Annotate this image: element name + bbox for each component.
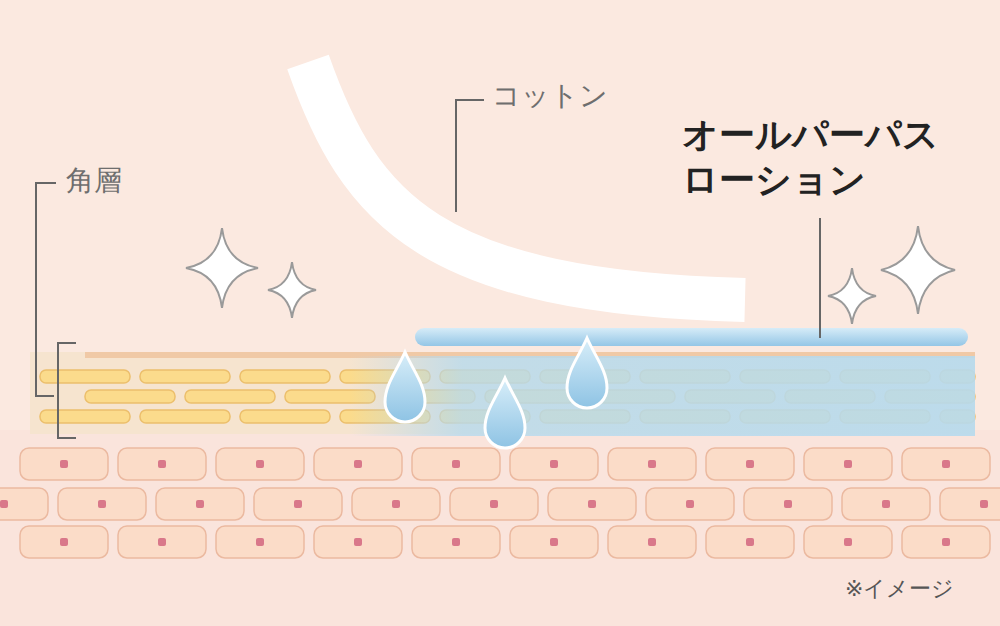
nucleus bbox=[648, 460, 656, 468]
nucleus bbox=[294, 500, 302, 508]
nucleus bbox=[588, 500, 596, 508]
cell bbox=[412, 448, 500, 480]
cell bbox=[216, 448, 304, 480]
nucleus bbox=[158, 460, 166, 468]
cell bbox=[450, 488, 538, 520]
cell bbox=[842, 488, 930, 520]
nucleus bbox=[686, 500, 694, 508]
cell bbox=[940, 488, 1000, 520]
nucleus bbox=[648, 538, 656, 546]
nucleus bbox=[0, 500, 8, 508]
nucleus bbox=[746, 538, 754, 546]
cell bbox=[240, 370, 330, 383]
nucleus bbox=[550, 538, 558, 546]
cell bbox=[646, 488, 734, 520]
nucleus bbox=[980, 500, 988, 508]
text-label: コットン bbox=[492, 78, 692, 113]
cell bbox=[706, 448, 794, 480]
nucleus bbox=[844, 460, 852, 468]
nucleus bbox=[354, 538, 362, 546]
cell bbox=[706, 526, 794, 558]
cell bbox=[804, 526, 892, 558]
cell bbox=[140, 370, 230, 383]
nucleus bbox=[158, 538, 166, 546]
cell bbox=[314, 526, 402, 558]
nucleus bbox=[490, 500, 498, 508]
cell bbox=[744, 488, 832, 520]
lower-skin bbox=[0, 430, 1000, 626]
cell bbox=[118, 448, 206, 480]
sparkles bbox=[186, 226, 955, 324]
cell bbox=[0, 488, 48, 520]
cell bbox=[140, 410, 230, 423]
cell bbox=[20, 526, 108, 558]
cell bbox=[254, 488, 342, 520]
cell bbox=[118, 526, 206, 558]
cell bbox=[314, 448, 402, 480]
cell bbox=[902, 526, 990, 558]
nucleus bbox=[452, 460, 460, 468]
cell bbox=[85, 390, 175, 403]
nucleus bbox=[256, 538, 264, 546]
cell bbox=[185, 390, 275, 403]
text-label: ※イメージ bbox=[845, 575, 995, 603]
cell bbox=[40, 410, 130, 423]
cell bbox=[902, 448, 990, 480]
cell bbox=[804, 448, 892, 480]
cell bbox=[510, 448, 598, 480]
nucleus bbox=[746, 460, 754, 468]
cell bbox=[608, 526, 696, 558]
nucleus bbox=[784, 500, 792, 508]
cell bbox=[240, 410, 330, 423]
nucleus bbox=[256, 460, 264, 468]
nucleus bbox=[882, 500, 890, 508]
cell bbox=[548, 488, 636, 520]
cell bbox=[20, 448, 108, 480]
nucleus bbox=[942, 538, 950, 546]
nucleus bbox=[392, 500, 400, 508]
nucleus bbox=[60, 538, 68, 546]
nucleus bbox=[196, 500, 204, 508]
cell bbox=[510, 526, 598, 558]
nucleus bbox=[844, 538, 852, 546]
cotton-pad bbox=[308, 62, 745, 300]
skin-cells bbox=[0, 448, 1000, 558]
lotion-layer bbox=[415, 328, 968, 346]
cell bbox=[40, 370, 130, 383]
drops bbox=[385, 338, 607, 448]
nucleus bbox=[550, 460, 558, 468]
cell bbox=[58, 488, 146, 520]
nucleus bbox=[60, 460, 68, 468]
text-label: 角層 bbox=[66, 163, 186, 198]
text-label: オールパーパス ローション bbox=[682, 112, 982, 202]
nucleus bbox=[98, 500, 106, 508]
cell bbox=[156, 488, 244, 520]
nucleus bbox=[942, 460, 950, 468]
cell bbox=[352, 488, 440, 520]
nucleus bbox=[354, 460, 362, 468]
cell bbox=[412, 526, 500, 558]
cell bbox=[608, 448, 696, 480]
lotion-penetration bbox=[350, 356, 975, 436]
cell bbox=[216, 526, 304, 558]
nucleus bbox=[452, 538, 460, 546]
